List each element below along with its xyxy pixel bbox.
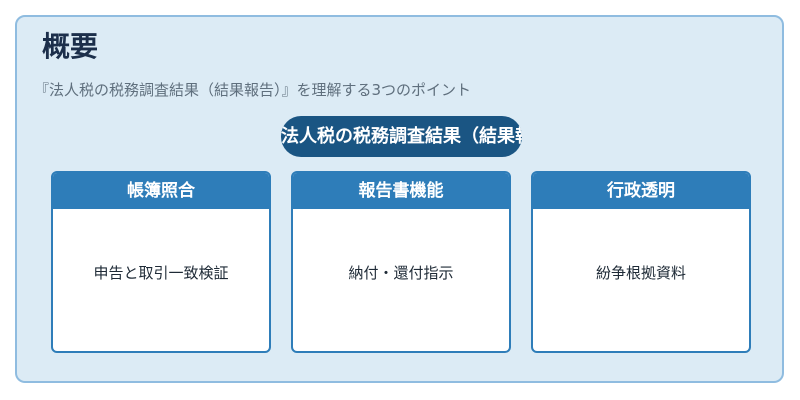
point-card-3-header: 行政透明 [533,173,749,209]
point-card-3: 行政透明 紛争根拠資料 [531,171,751,353]
point-card-1-body: 申告と取引一致検証 [53,209,269,335]
point-card-1: 帳簿照合 申告と取引一致検証 [51,171,271,353]
topic-pill: 法人税の税務調査結果（結果報告） [281,116,522,157]
point-card-2-body: 納付・還付指示 [293,209,509,335]
point-card-2-header: 報告書機能 [293,173,509,209]
point-card-1-header: 帳簿照合 [53,173,269,209]
point-card-1-text: 申告と取引一致検証 [93,263,229,282]
point-card-2-text: 納付・還付指示 [348,263,454,282]
subtitle: 『法人税の税務調査結果（結果報告）』を理解する3つのポイント [34,81,472,99]
overview-panel: 概要 『法人税の税務調査結果（結果報告）』を理解する3つのポイント 法人税の税務… [15,15,784,383]
point-card-3-body: 紛争根拠資料 [533,209,749,335]
point-card-3-text: 紛争根拠資料 [595,263,686,282]
point-card-2: 報告書機能 納付・還付指示 [291,171,511,353]
page-title: 概要 [42,30,99,63]
